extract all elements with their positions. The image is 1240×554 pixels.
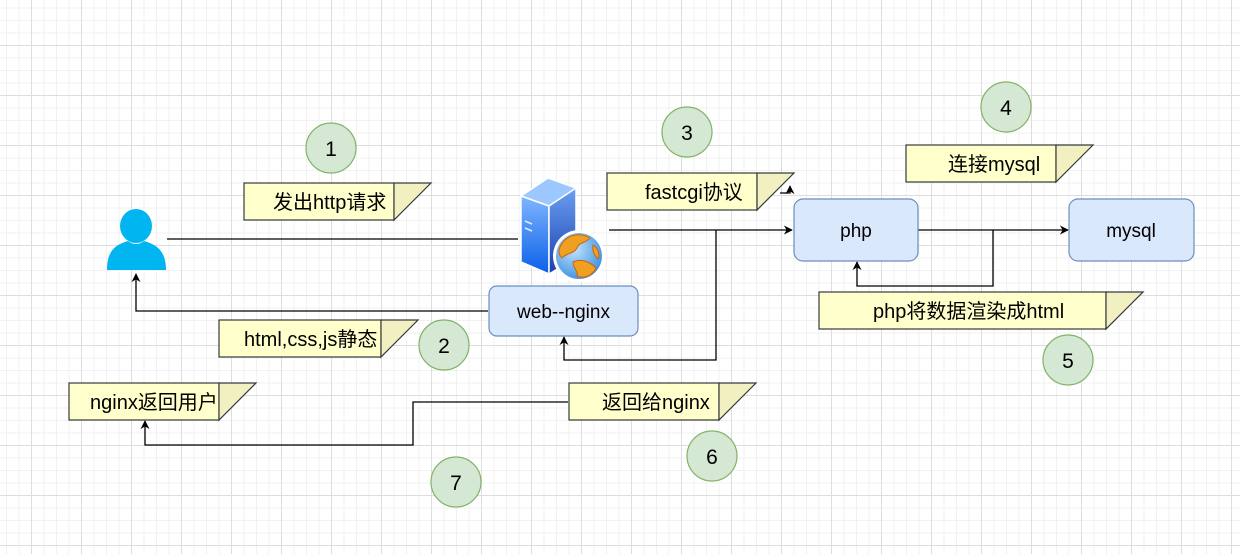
edge-fastcgi-pointer: [780, 185, 795, 195]
step-badge-6: 6: [686, 430, 738, 482]
user-icon[interactable]: [107, 209, 166, 270]
step-badge-4: 4: [980, 81, 1032, 133]
node-mysql-label: mysql: [1106, 221, 1156, 242]
note-connect-mysql[interactable]: 连接mysql: [905, 144, 1095, 184]
step-badge-3: 3: [661, 106, 713, 158]
node-web-nginx[interactable]: web--nginx: [488, 285, 639, 337]
note-nginx-return-user[interactable]: nginx返回用户: [68, 382, 258, 422]
note-fastcgi-protocol-text: fastcgi协议: [645, 181, 743, 204]
note-php-render-html-text: php将数据渲染成html: [873, 300, 1064, 323]
note-connect-mysql-text: 连接mysql: [948, 153, 1040, 176]
web-server-globe-icon[interactable]: [519, 177, 605, 282]
svg-text:6: 6: [706, 446, 718, 469]
node-php[interactable]: php: [793, 198, 919, 262]
node-php-label: php: [840, 221, 872, 242]
svg-text:5: 5: [1062, 350, 1074, 373]
note-return-to-nginx[interactable]: 返回给nginx: [568, 382, 758, 422]
svg-text:3: 3: [681, 122, 693, 145]
note-send-http-request-text: 发出http请求: [273, 191, 386, 214]
note-return-to-nginx-text: 返回给nginx: [602, 391, 710, 414]
note-fastcgi-protocol[interactable]: fastcgi协议: [606, 172, 796, 212]
note-nginx-return-user-text: nginx返回用户: [90, 391, 218, 414]
note-send-http-request[interactable]: 发出http请求: [243, 182, 433, 222]
step-badge-7: 7: [430, 456, 482, 508]
note-static-files-text: html,css,js静态: [244, 328, 377, 351]
edge-mysql-to-php[interactable]: [852, 230, 994, 287]
node-web-nginx-label: web--nginx: [516, 302, 610, 323]
svg-text:4: 4: [1000, 97, 1012, 120]
edge-nginx-to-user[interactable]: [131, 273, 488, 312]
svg-text:1: 1: [325, 138, 337, 161]
edge-php-to-nginx[interactable]: [559, 230, 717, 361]
step-badge-1: 1: [305, 122, 357, 174]
note-php-render-html[interactable]: php将数据渲染成html: [818, 291, 1145, 331]
step-badge-2: 2: [418, 319, 470, 371]
edge-nginx-return-user[interactable]: [140, 401, 568, 446]
step-badge-5: 5: [1042, 334, 1094, 386]
svg-text:2: 2: [438, 335, 450, 358]
svg-text:7: 7: [450, 472, 462, 495]
note-static-files[interactable]: html,css,js静态: [218, 319, 420, 359]
node-mysql[interactable]: mysql: [1068, 198, 1195, 262]
